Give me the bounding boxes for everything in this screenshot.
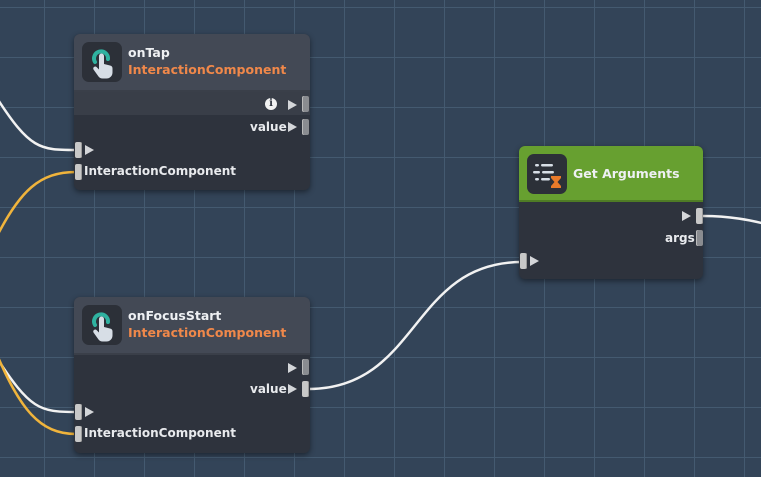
node-ontap-exec-band: [74, 92, 310, 115]
exec-in-arrow-icon: [85, 407, 94, 417]
wire-object-into-onfocusstart[interactable]: [0, 350, 77, 436]
node-get-arguments[interactable]: Get Arguments args: [519, 146, 703, 279]
node-subtitle: InteractionComponent: [128, 62, 287, 77]
wire-onfocusstart-value-to-getarguments[interactable]: [307, 260, 523, 391]
node-title: Get Arguments: [573, 166, 680, 181]
exec-out-arrow-icon: [288, 100, 297, 110]
node-title: onFocusStart: [128, 308, 222, 323]
port-value-out[interactable]: [302, 119, 309, 135]
exec-in-arrow-icon: [85, 145, 94, 155]
hand-tap-icon: [82, 305, 122, 345]
data-out-arrow-icon: [288, 122, 297, 132]
wire-exec-into-ontap[interactable]: [0, 95, 77, 152]
port-label-value: value: [250, 120, 287, 134]
node-ontap[interactable]: onTap InteractionComponent i value Inter…: [74, 34, 310, 190]
hand-tap-icon: [82, 42, 122, 82]
arguments-list-icon: [527, 154, 567, 194]
port-label-interactioncomponent: InteractionComponent: [84, 164, 236, 178]
port-args-out[interactable]: [696, 230, 703, 246]
port-exec-out[interactable]: [696, 208, 703, 224]
node-onfocusstart-header[interactable]: onFocusStart InteractionComponent: [74, 297, 310, 355]
wire-object-into-ontap[interactable]: [0, 170, 77, 240]
node-subtitle: InteractionComponent: [128, 325, 287, 340]
exec-out-arrow-icon: [682, 211, 691, 221]
port-object-in[interactable]: [75, 164, 82, 180]
data-out-arrow-icon: [288, 384, 297, 394]
port-exec-in[interactable]: [75, 142, 82, 158]
node-title: onTap: [128, 45, 170, 60]
node-onfocusstart[interactable]: onFocusStart InteractionComponent value …: [74, 297, 310, 453]
port-label-args: args: [665, 231, 695, 245]
node-ontap-header[interactable]: onTap InteractionComponent: [74, 34, 310, 92]
exec-out-arrow-icon: [288, 363, 297, 373]
port-exec-out[interactable]: [302, 359, 309, 375]
port-exec-out[interactable]: [302, 96, 309, 112]
wire-getarguments-exec-out[interactable]: [702, 214, 761, 225]
node-get-arguments-header[interactable]: Get Arguments: [519, 146, 703, 202]
port-object-in[interactable]: [75, 426, 82, 442]
exec-in-arrow-icon: [530, 256, 539, 266]
port-exec-in[interactable]: [75, 404, 82, 420]
port-value-out[interactable]: [302, 381, 309, 397]
info-icon[interactable]: i: [265, 98, 277, 110]
wire-exec-into-onfocusstart[interactable]: [0, 355, 77, 414]
port-label-value: value: [250, 382, 287, 396]
port-exec-in[interactable]: [520, 253, 527, 269]
port-label-interactioncomponent: InteractionComponent: [84, 426, 236, 440]
